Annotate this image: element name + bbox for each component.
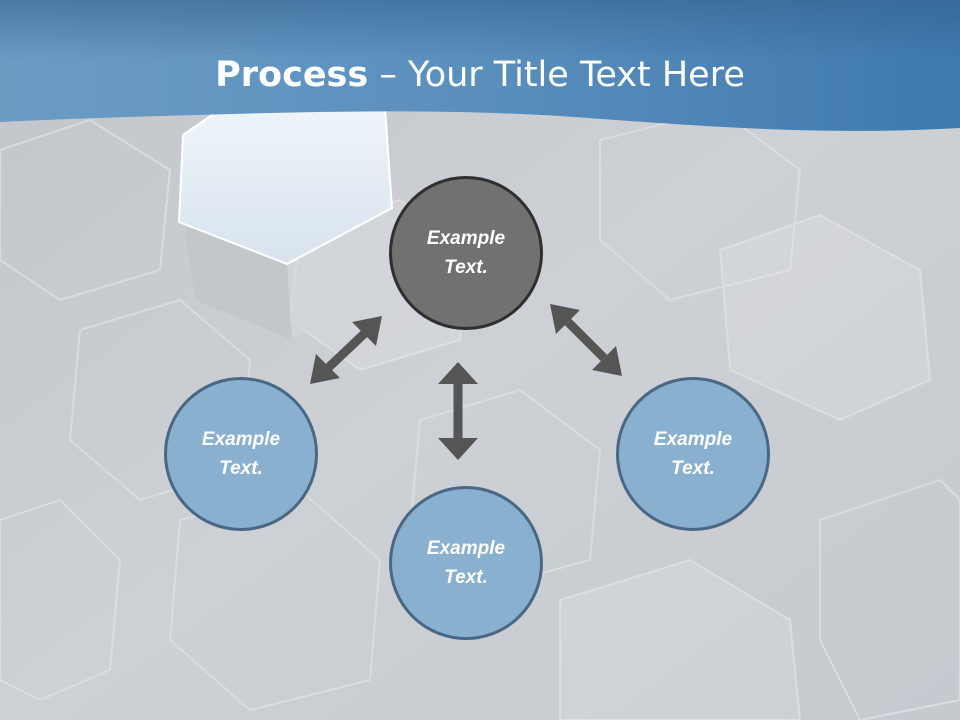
slide-title: Process – Your Title Text Here [0, 52, 960, 98]
title-rest-text: – Your Title Text Here [368, 55, 745, 95]
title-bold-text: Process [215, 55, 369, 95]
node-bottom: Example Text. [389, 486, 543, 640]
node-center: Example Text. [389, 176, 543, 330]
node-left-label: Example Text. [201, 429, 281, 479]
node-center-label: Example Text. [426, 228, 506, 278]
node-left: Example Text. [164, 377, 318, 531]
double-arrow-vertical [438, 362, 478, 460]
node-bottom-label: Example Text. [426, 538, 506, 588]
double-arrow-left [310, 316, 382, 384]
node-right-label: Example Text. [653, 429, 733, 479]
double-arrow-right [550, 304, 622, 376]
node-right: Example Text. [616, 377, 770, 531]
